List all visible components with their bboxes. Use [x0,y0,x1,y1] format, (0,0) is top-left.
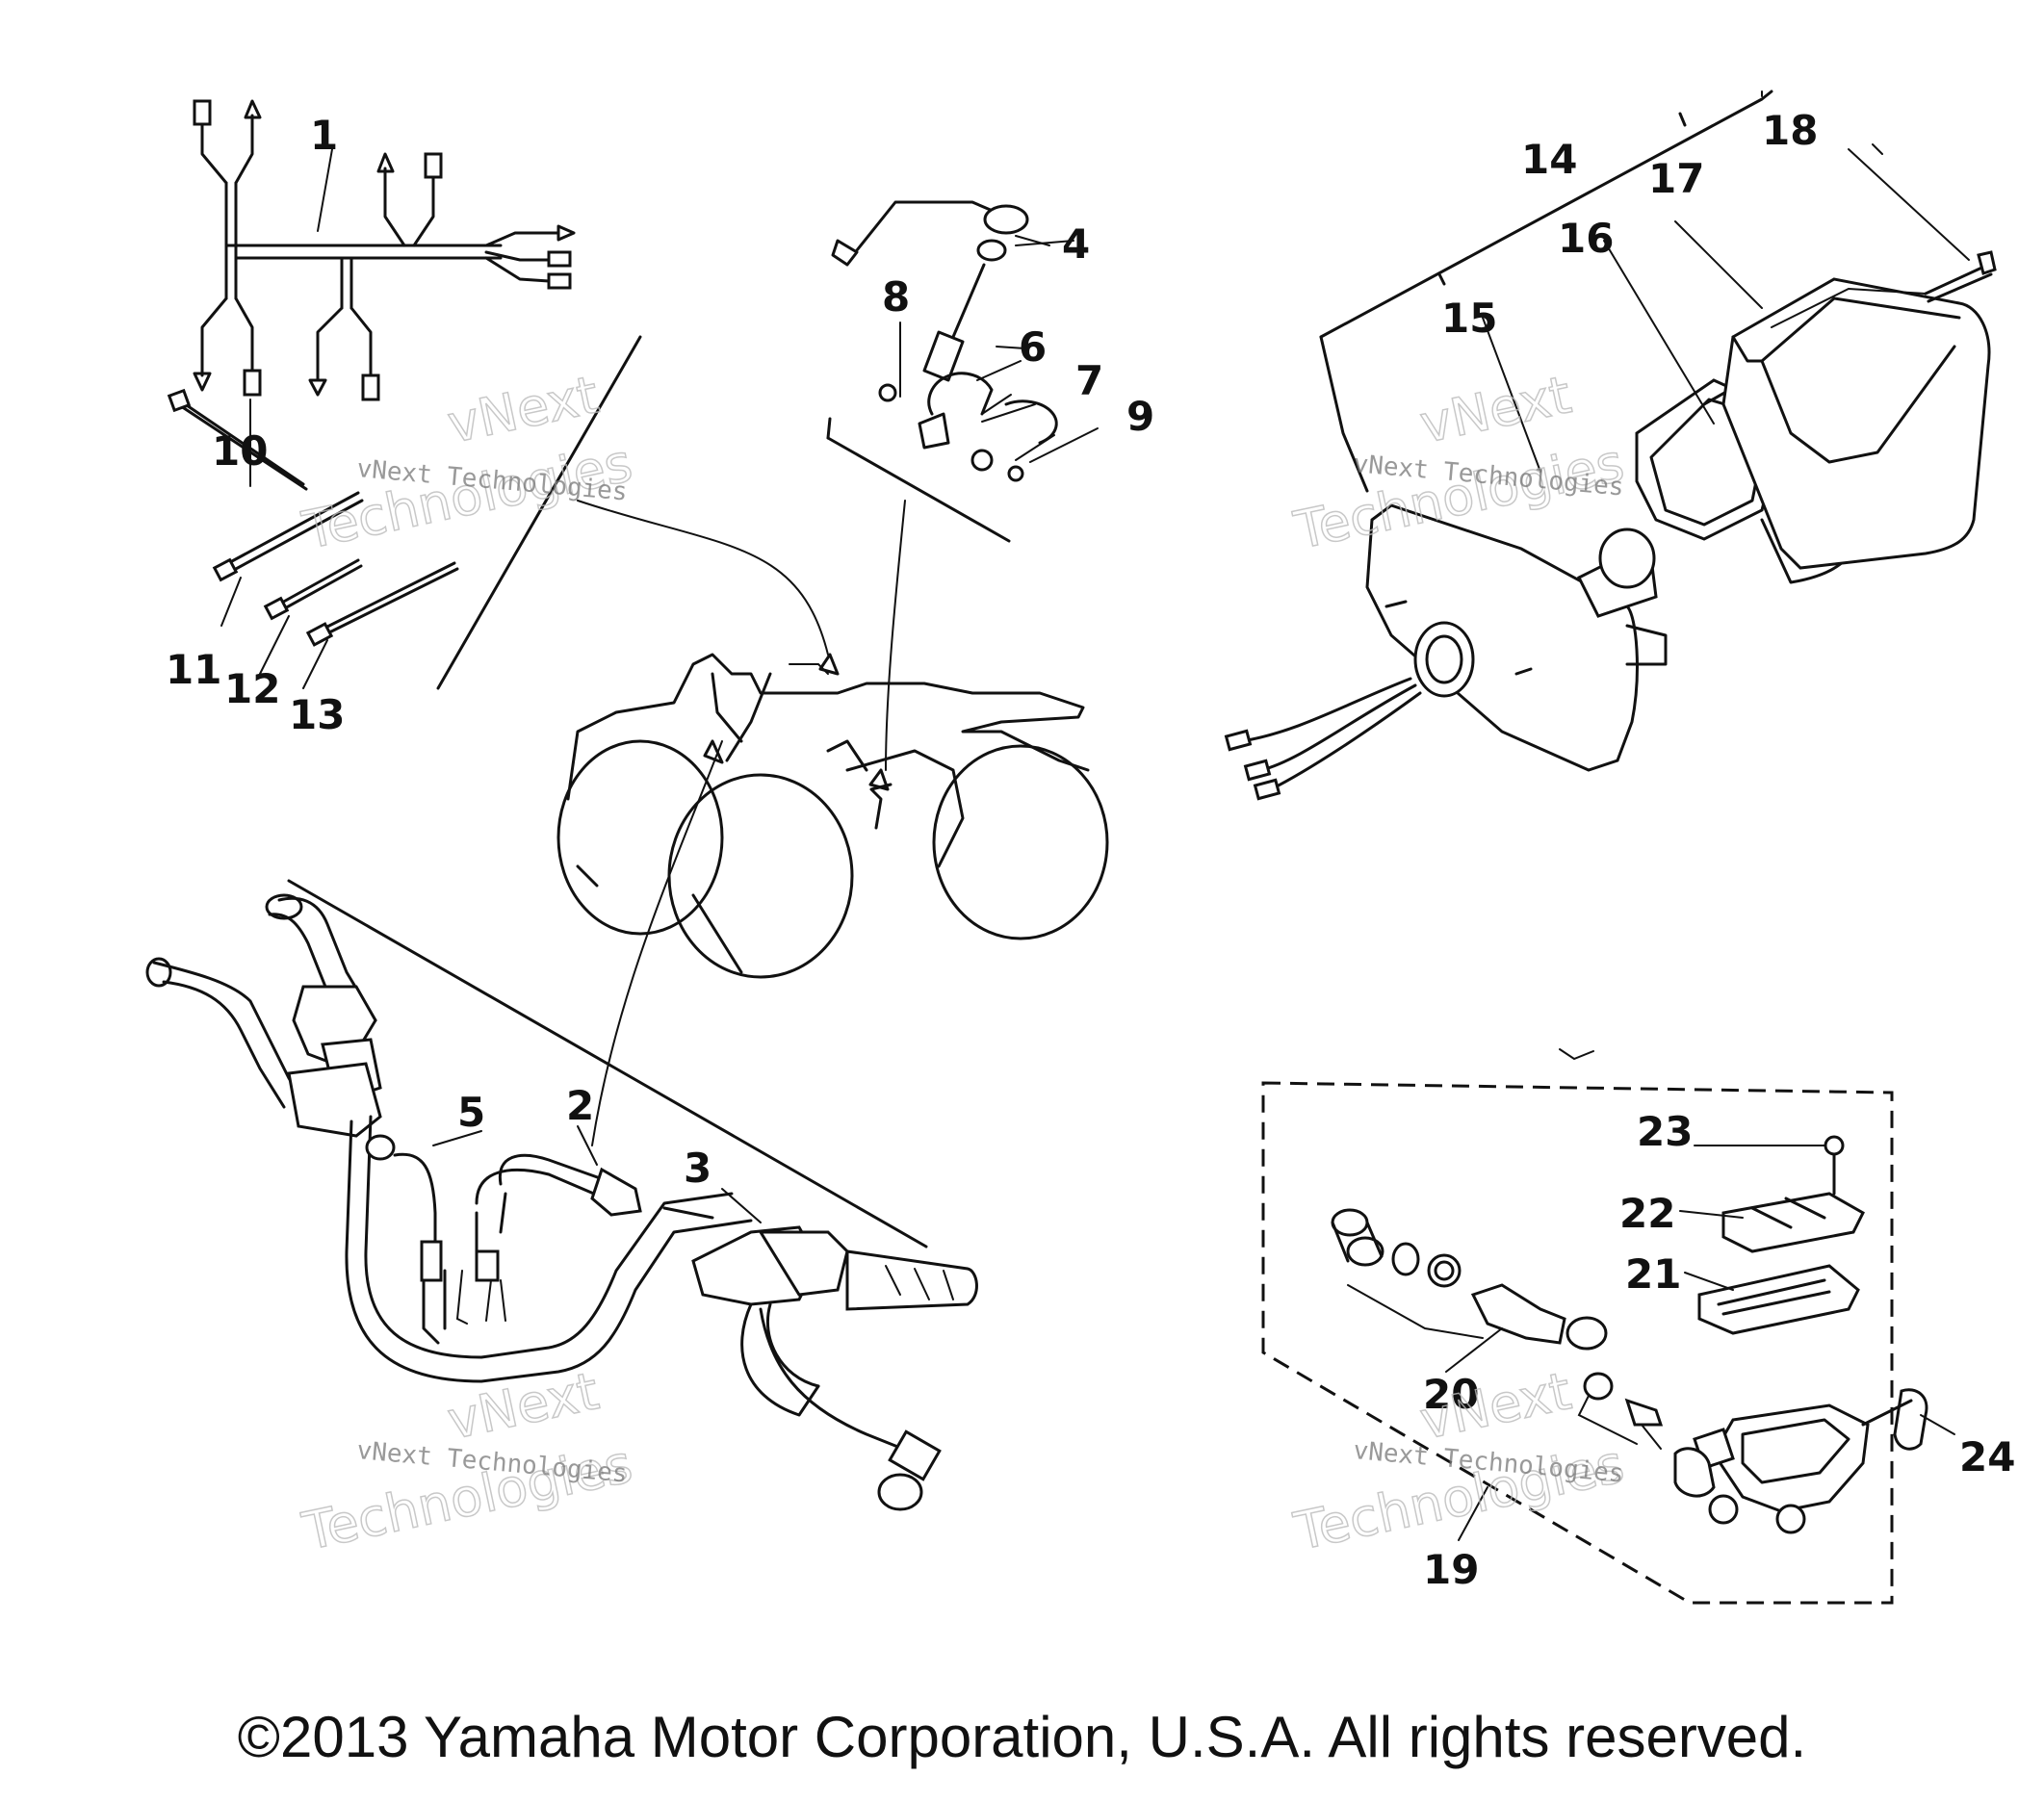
part-label-20: 20 [1423,1371,1479,1418]
part-label-18: 18 [1762,107,1818,154]
taillight-drawing [1224,90,1997,801]
part-label-3: 3 [684,1145,712,1192]
part-label-1: 1 [310,112,338,159]
part-label-9: 9 [1126,393,1154,440]
master-cylinder-drawing [1261,1048,1928,1605]
part-label-14: 14 [1521,136,1577,183]
watermark-big-2a: vNext [1415,364,1576,454]
handlebar-drawing [145,893,978,1511]
watermark-big-3a: vNext [443,1360,604,1451]
part-label-21: 21 [1625,1250,1681,1298]
part-label-12: 12 [224,665,280,712]
divider-line-top [826,436,1011,543]
cable-ties-drawing [167,388,459,689]
part-label-8: 8 [882,273,910,321]
divider-line-left [436,335,642,690]
part-label-13: 13 [289,691,345,738]
part-label-22: 22 [1619,1190,1675,1237]
part-label-15: 15 [1441,295,1497,342]
part-label-2: 2 [566,1082,594,1129]
wire-harness-drawing [193,99,576,401]
part-label-24: 24 [1959,1433,2015,1480]
part-label-17: 17 [1648,155,1704,202]
part-label-4: 4 [1062,220,1090,268]
part-label-19: 19 [1423,1546,1479,1593]
part-label-7: 7 [1075,357,1103,404]
part-label-5: 5 [457,1089,485,1136]
copyright-notice: ©2013 Yamaha Motor Corporation, U.S.A. A… [237,1705,1807,1769]
main-switch-drawing [831,200,1074,482]
part-label-6: 6 [1019,323,1047,371]
part-label-11: 11 [166,646,221,693]
leader-lines [249,148,1970,1541]
atv-outline-drawing [556,500,1109,1146]
part-label-23: 23 [1637,1108,1693,1155]
part-label-10: 10 [212,427,268,475]
part-label-16: 16 [1558,215,1614,262]
